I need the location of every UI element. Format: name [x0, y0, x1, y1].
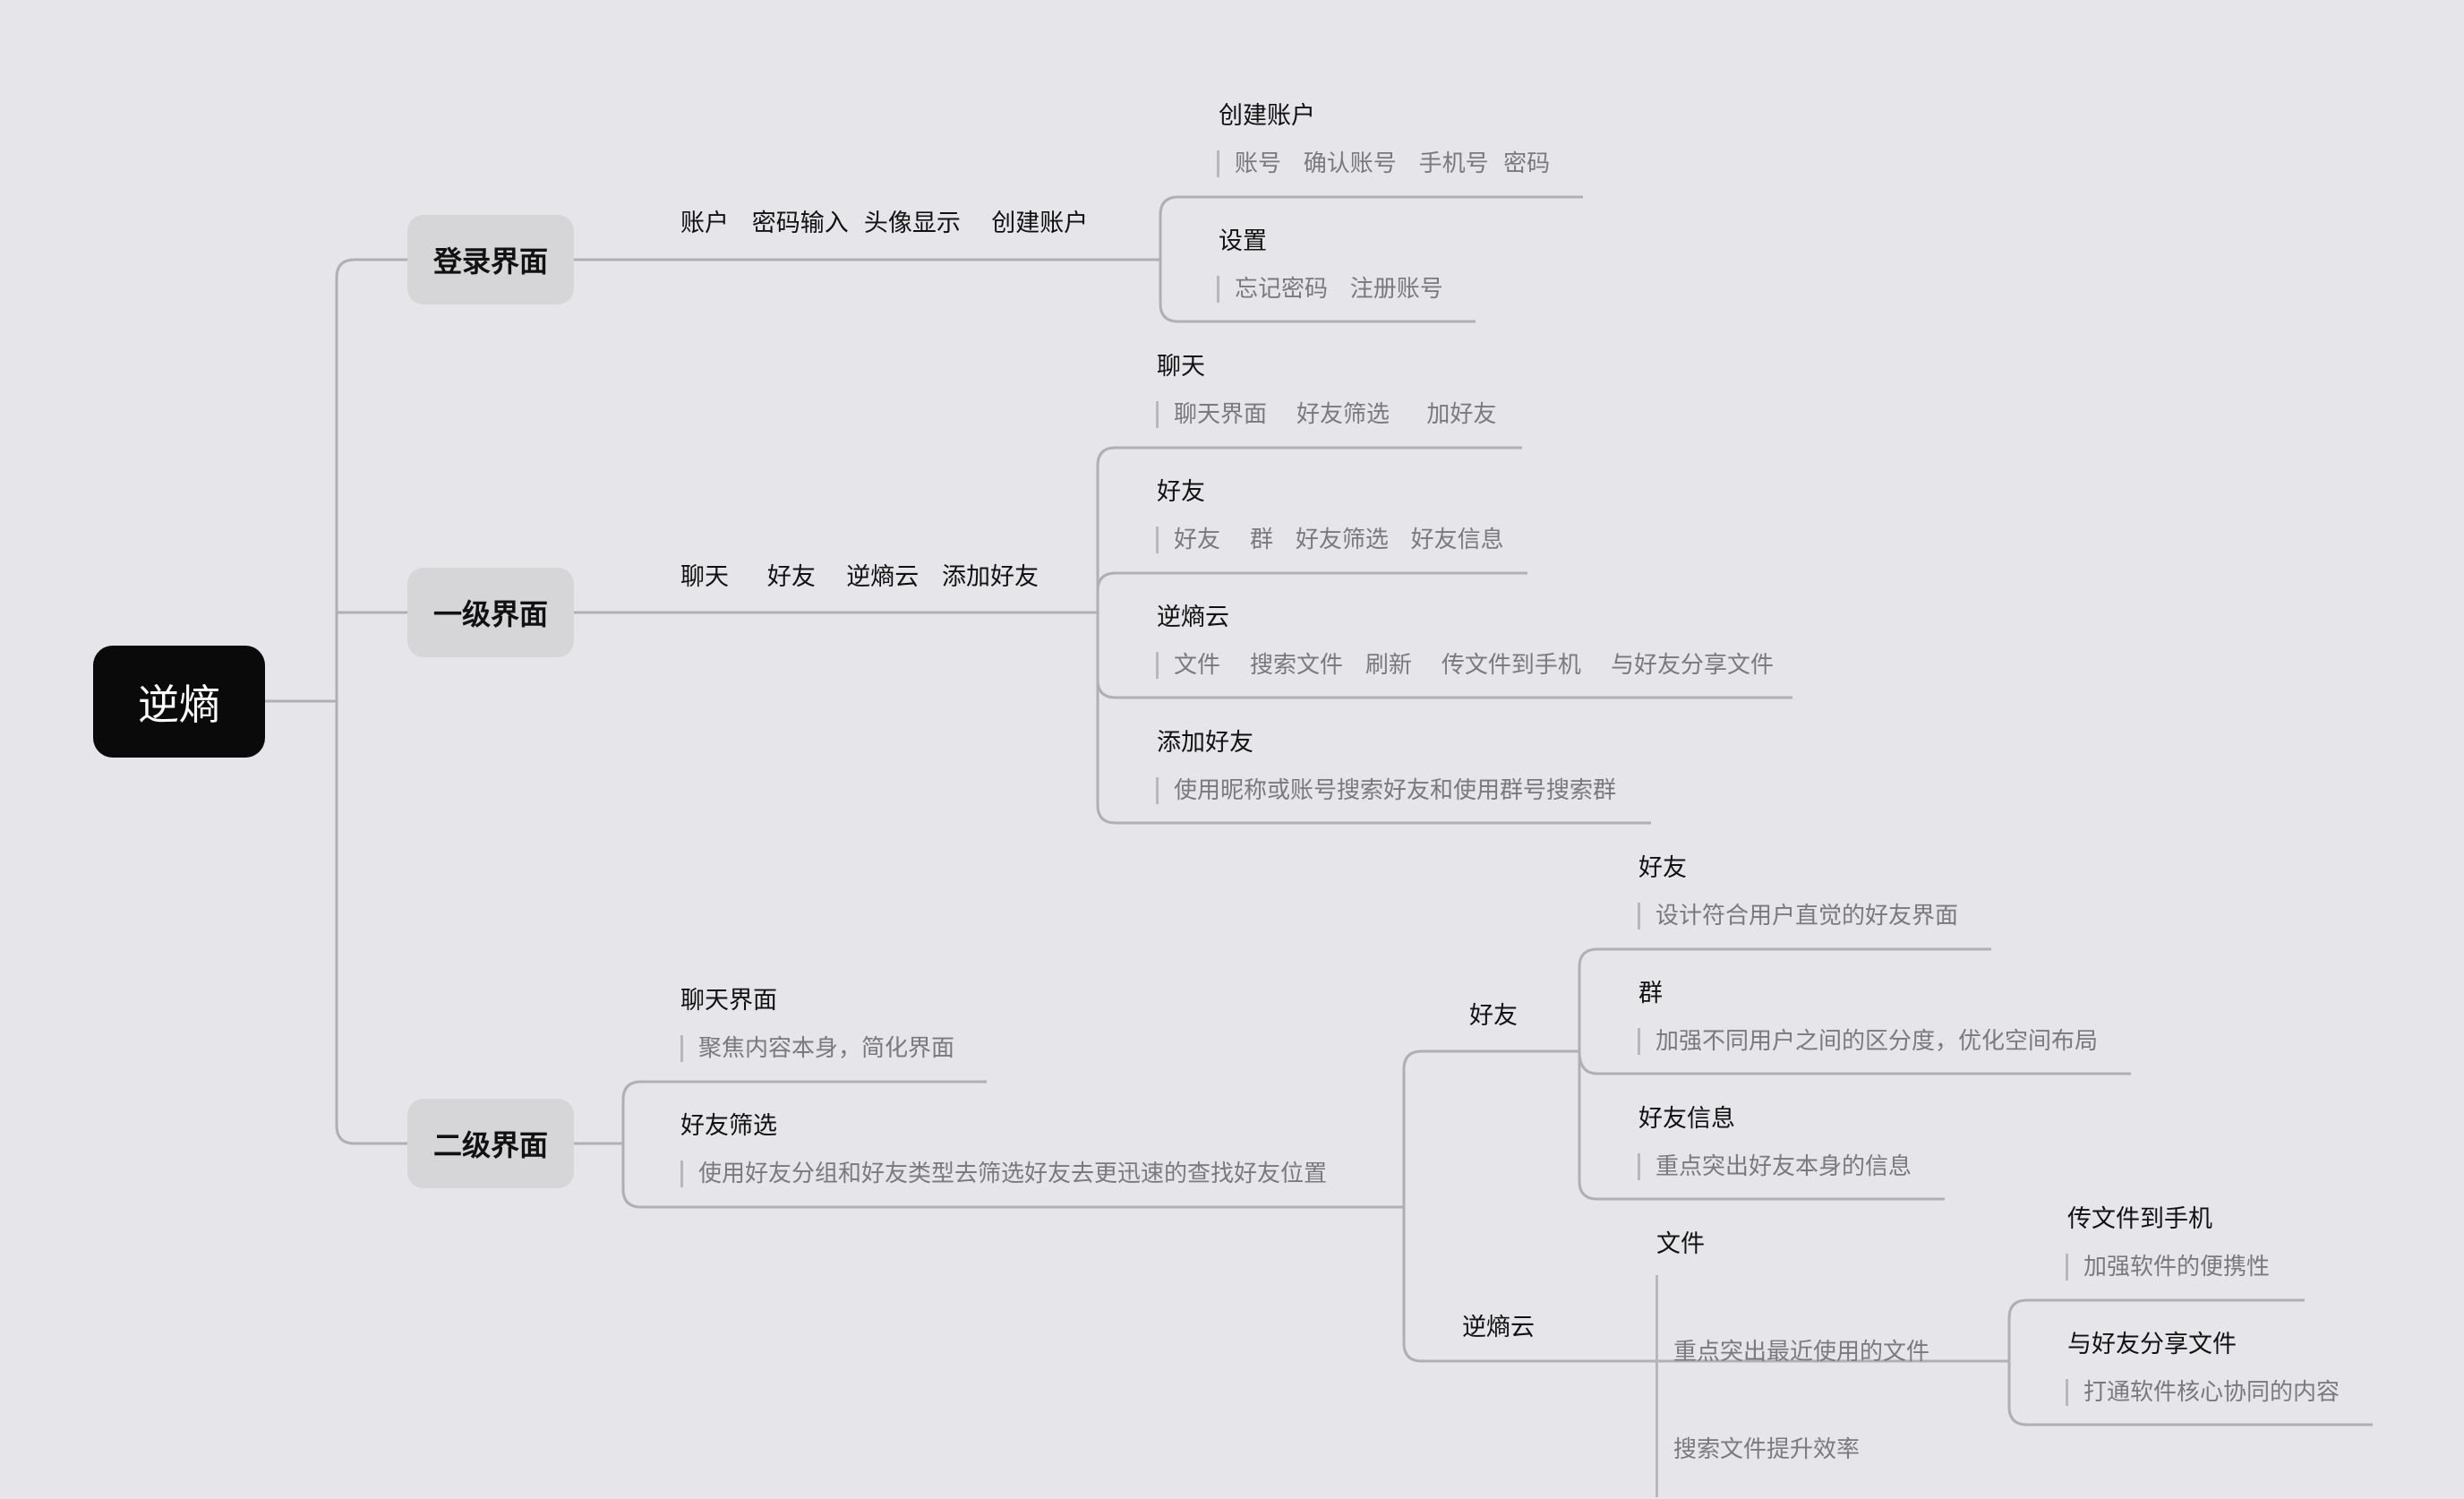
level1-child-detail: 聊天界面 好友筛选 加好友 [1156, 399, 1496, 430]
cloud-node[interactable]: 逆熵云 [1462, 1314, 1535, 1341]
level2-child-title[interactable]: 好友筛选 [680, 1112, 777, 1140]
login-node[interactable]: 登录界面 [407, 215, 574, 304]
cloud-file-detail-line: 搜索文件提升效率 [1673, 1436, 1861, 1463]
friends-child-title[interactable]: 好友信息 [1638, 1105, 1735, 1133]
level1-child-title[interactable]: 逆熵云 [1157, 604, 1229, 631]
level2-child-detail: 使用好友分组和好友类型去筛选好友去更迅速的查找好友位置 [680, 1159, 1327, 1189]
cloud-child-title[interactable]: 与好友分享文件 [2067, 1331, 2237, 1358]
level2-node[interactable]: 二级界面 [407, 1099, 574, 1188]
level1-child-title[interactable]: 好友 [1157, 478, 1205, 506]
friends-node[interactable]: 好友 [1469, 1002, 1518, 1030]
login-summary: 账户 密码输入 头像显示 创建账户 [680, 210, 1089, 237]
level2-child-detail: 聚焦内容本身，简化界面 [680, 1033, 954, 1064]
cloud-file-detail-line: 重点突出最近使用的文件 [1673, 1339, 1930, 1366]
level1-child-detail: 好友 群 好友筛选 好友信息 [1156, 525, 1504, 555]
mind-map: 逆熵 登录界面 账户 密码输入 头像显示 创建账户 创建账户 账号 确认账号 手… [93, 102, 2373, 1497]
level1-child-title[interactable]: 聊天 [1157, 353, 1205, 381]
cloud-child-detail: 加强软件的便携性 [2066, 1252, 2270, 1282]
friends-child-detail: 设计符合用户直觉的好友界面 [1638, 901, 1958, 931]
login-child-detail: 账号 确认账号 手机号 密码 [1217, 149, 1550, 179]
level1-node[interactable]: 一级界面 [407, 568, 574, 657]
level1-child-detail: 文件 搜索文件 刷新 传文件到手机 与好友分享文件 [1156, 650, 1774, 681]
level1-child-title[interactable]: 添加好友 [1157, 729, 1253, 757]
cloud-child-title[interactable]: 传文件到手机 [2067, 1205, 2212, 1233]
cloud-child-detail: 打通软件核心协同的内容 [2066, 1377, 2340, 1408]
friends-child-detail: 重点突出好友本身的信息 [1638, 1152, 1912, 1182]
login-child-title[interactable]: 设置 [1219, 227, 1267, 255]
friends-child-detail: 加强不同用户之间的区分度，优化空间布局 [1638, 1026, 2098, 1057]
cloud-file-title[interactable]: 文件 [1656, 1230, 1705, 1258]
login-child-detail: 忘记密码 注册账号 [1217, 274, 1443, 304]
level2-child-title[interactable]: 聊天界面 [680, 987, 777, 1015]
cloud-file-detail: 重点突出最近使用的文件 搜索文件提升效率 [1656, 1273, 1929, 1499]
level1-child-detail: 使用昵称或账号搜索好友和使用群号搜索群 [1156, 775, 1616, 806]
connector-lines [265, 195, 2373, 1426]
login-child-title[interactable]: 创建账户 [1219, 102, 1315, 130]
root-node[interactable]: 逆熵 [93, 646, 265, 758]
friends-child-title[interactable]: 群 [1638, 980, 1663, 1007]
level1-summary: 聊天 好友 逆熵云 添加好友 [680, 563, 1039, 591]
friends-child-title[interactable]: 好友 [1638, 854, 1687, 882]
